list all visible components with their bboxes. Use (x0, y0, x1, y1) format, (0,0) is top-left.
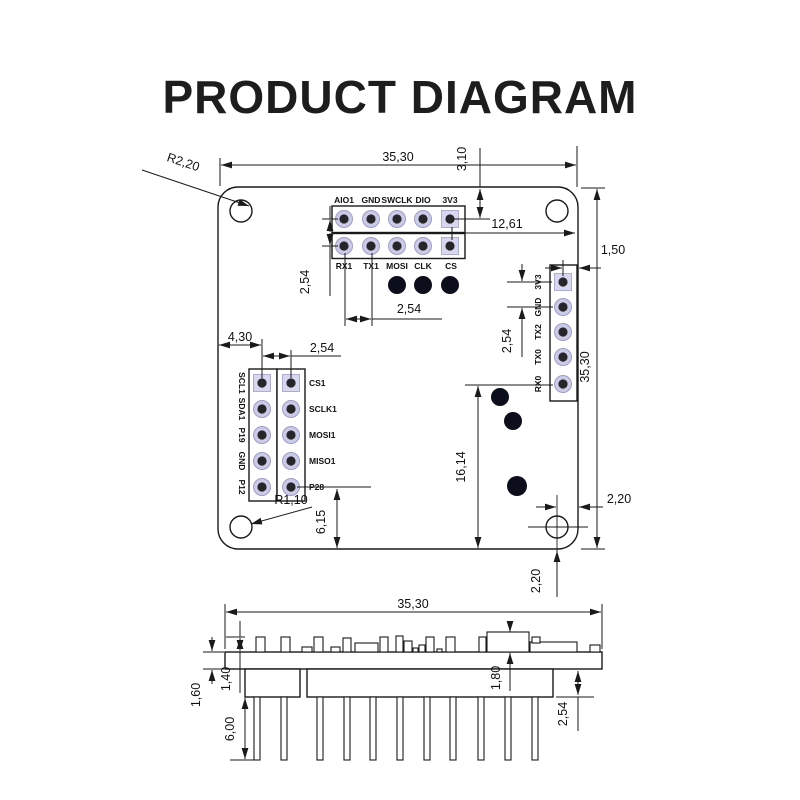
pin-label: MOSI1 (309, 430, 336, 440)
dim-label: 2,54 (500, 329, 514, 353)
pin-label: TX1 (363, 261, 379, 271)
dim-label: 3,10 (455, 147, 469, 171)
dim-header-bottom-offset: 6,15 (297, 486, 371, 548)
dim-header-height: 2,54 (556, 671, 594, 731)
dim-right-header-pitch: 2,54 (500, 264, 553, 357)
dim-label: R2,20 (165, 150, 201, 174)
pin-label: RX1 (336, 261, 353, 271)
dim-label: 2,20 (607, 492, 631, 506)
dim-left-header-edge-gap: 4,30 (219, 330, 263, 378)
dim-hole-edge-gap-y: 2,20 (529, 551, 561, 597)
dim-top-header-col-pitch: 2,54 (344, 253, 442, 326)
dim-label: 1,40 (219, 667, 233, 691)
pin-label: CS1 (309, 378, 326, 388)
via-dots (491, 388, 527, 496)
board-outline (217, 186, 579, 550)
dim-label: 1,80 (489, 666, 503, 690)
dim-module-height: 1,80 (489, 621, 514, 691)
dim-pcb-thickness: 1,60 (189, 637, 224, 707)
dim-pin-row-offset: 3,10 (455, 147, 484, 218)
pin-label: DIO (415, 195, 431, 205)
dim-label: 2,20 (529, 569, 543, 593)
dim-component-height: 1,40 (219, 621, 245, 693)
mounting-holes (229, 199, 588, 560)
pin-label: GND (237, 452, 247, 471)
right-pin-header: 3V3 GND TX2 TX0 RX0 (533, 264, 578, 402)
dim-label: 35,30 (397, 597, 428, 611)
dim-label: 16,14 (454, 451, 468, 482)
dim-label: 1,60 (189, 683, 203, 707)
dim-label: 35,30 (578, 351, 592, 382)
dim-label: 6,15 (314, 510, 328, 534)
dim-label: R1,10 (274, 493, 307, 507)
dim-label: 1,50 (601, 243, 625, 257)
left-pin-header: SCL1 SDA1 P19 GND P12 CS1 SCLK1 MOSI1 MI… (237, 368, 337, 502)
pin-label: GND (362, 195, 381, 205)
dim-label: 2,54 (310, 341, 334, 355)
dim-label: 6,00 (223, 717, 237, 741)
pin-label: P19 (237, 427, 247, 442)
dim-label: 2,54 (397, 302, 421, 316)
pin-label: AIO1 (334, 195, 354, 205)
pcb-side-view: 35,30 1,40 1,60 6,00 (189, 597, 603, 761)
top-pin-header: AIO1 GND SWCLK DIO 3V3 RX1 TX1 MOSI CLK … (331, 195, 466, 294)
dim-label: 4,30 (228, 330, 252, 344)
dim-hole-radius: R1,10 (250, 493, 313, 525)
pin-label: SCL1 (237, 372, 247, 394)
pin-label: 3V3 (442, 195, 457, 205)
pin-label: MISO1 (309, 456, 336, 466)
pin-label: CS (445, 261, 457, 271)
side-pin-headers (244, 668, 554, 761)
pin-label: SCLK1 (309, 404, 337, 414)
mounting-hole-bottom-left (229, 515, 253, 539)
dim-pin-length: 6,00 (223, 698, 256, 761)
dim-label: 35,30 (382, 150, 413, 164)
dim-top-header-row-pitch: 2,54 (298, 206, 338, 296)
page-title: PRODUCT DIAGRAM (162, 71, 638, 123)
mounting-hole-top-right (545, 199, 569, 223)
dim-lower-span: 16,14 (454, 384, 553, 548)
pin-label: P12 (237, 479, 247, 494)
dim-hole-edge-gap-x: 2,20 (536, 492, 631, 511)
dim-label: 12,61 (491, 217, 522, 231)
dim-side-board-width: 35,30 (224, 597, 603, 649)
side-components (255, 631, 601, 653)
dim-label: 2,54 (556, 702, 570, 726)
dim-board-height: 35,30 (578, 187, 605, 550)
pcb-top-view: AIO1 GND SWCLK DIO 3V3 RX1 TX1 MOSI CLK … (141, 146, 631, 597)
pin-label: TX0 (533, 349, 543, 365)
pin-label: CLK (414, 261, 432, 271)
side-board (224, 651, 603, 670)
pin-label: MOSI (386, 261, 408, 271)
pin-label: SDA1 (237, 398, 247, 421)
pin-label: RX0 (533, 375, 543, 392)
dim-label: 2,54 (298, 270, 312, 294)
dim-pin-to-edge: 12,61 (451, 217, 575, 240)
dim-left-header-col-pitch: 2,54 (263, 341, 341, 378)
dim-board-width: 35,30 (219, 146, 578, 187)
pin-label: SWCLK (381, 195, 413, 205)
pin-label: TX2 (533, 324, 543, 340)
